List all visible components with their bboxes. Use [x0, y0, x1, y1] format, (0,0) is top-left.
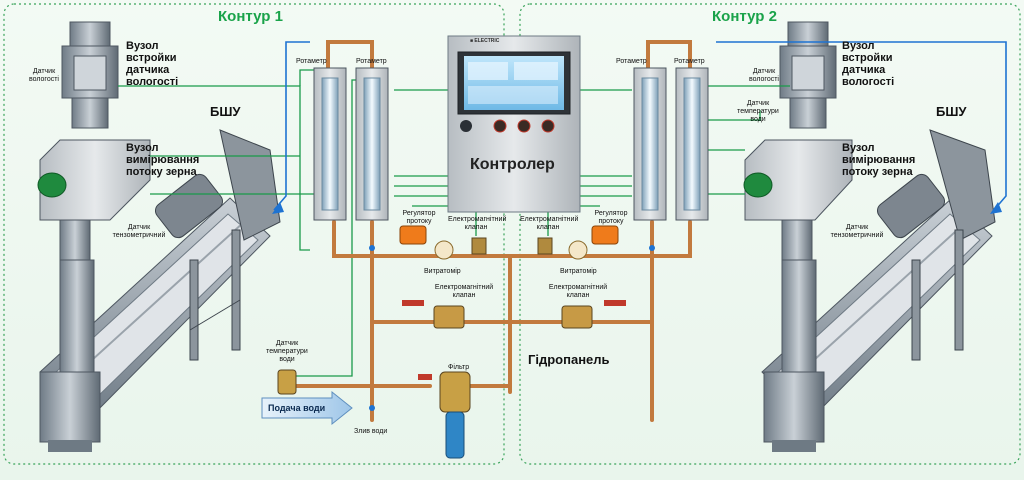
- left-rotameter-2-label: Ротаметр: [356, 58, 387, 65]
- left-water-temp-label: Датчик температури води: [266, 340, 308, 363]
- right-control-arrow: [990, 202, 1002, 214]
- rotameters-left: [313, 67, 389, 221]
- right-solenoid-top-label: Електромагнітний клапан: [520, 216, 579, 231]
- controller-brand: ■ ELECTRIC: [470, 38, 500, 44]
- circuit-1-title: Контур 1: [218, 8, 283, 25]
- right-ball-valve: [649, 245, 655, 251]
- circuit-1-frame: [3, 3, 505, 465]
- right-solenoid-top: [537, 237, 553, 255]
- water-drain-label: Злив води: [354, 428, 388, 435]
- right-bshu-label: БШУ: [936, 104, 967, 119]
- left-solenoid-bottom: [433, 305, 465, 329]
- left-flow-node-label: Вузол вимірювання потоку зерна: [126, 142, 200, 178]
- water-supply-label: Подача води: [268, 403, 326, 413]
- right-flow-regulator-body: [591, 225, 619, 245]
- left-bshu-label: БШУ: [210, 104, 241, 119]
- hydropanel-label: Гідропанель: [528, 352, 610, 367]
- left-flowmeter-dial: [434, 240, 454, 260]
- controller-label: Контролер: [470, 156, 555, 173]
- left-bshu-machine: [37, 21, 281, 452]
- right-manual-valve: [604, 300, 626, 306]
- left-flowmeter-label: Витратомір: [424, 268, 461, 275]
- right-solenoid-bottom: [561, 305, 593, 329]
- right-tenso-sensor-label: Датчик тензометричний: [830, 224, 884, 239]
- right-flow-regulator-label: Регулятор протоку: [594, 210, 628, 225]
- left-solenoid-top: [471, 237, 487, 255]
- water-supply-arrow: [261, 390, 353, 426]
- left-flow-regulator-label: Регулятор протоку: [402, 210, 436, 225]
- rotameters-right: [633, 67, 709, 221]
- circuit-2-title: Контур 2: [712, 8, 777, 25]
- left-humidity-sensor-label: Датчик вологості: [29, 68, 59, 83]
- controller-cabinet: [447, 35, 581, 213]
- right-rotameter-2-label: Ротаметр: [674, 58, 705, 65]
- left-solenoid-bottom-label: Електромагнітний клапан: [434, 284, 494, 299]
- filter-label: Фільтр: [448, 364, 470, 371]
- right-rotameter-1-label: Ротаметр: [616, 58, 647, 65]
- right-flowmeter-label: Витратомір: [560, 268, 597, 275]
- water-temp-sensor-body: [277, 369, 297, 395]
- left-control-arrow: [272, 202, 284, 214]
- right-flow-node-label: Вузол вимірювання потоку зерна: [842, 142, 916, 178]
- circuit-2-frame: [519, 3, 1021, 465]
- right-humidity-sensor-label: Датчик вологості: [749, 68, 779, 83]
- left-flow-regulator-body: [399, 225, 427, 245]
- filter-body: [439, 371, 471, 413]
- left-manual-valve: [402, 300, 424, 306]
- right-solenoid-bottom-label: Електромагнітний клапан: [548, 284, 608, 299]
- left-tenso-sensor-label: Датчик тензометричний: [112, 224, 166, 239]
- left-ball-valve: [369, 245, 375, 251]
- pipes: [286, 40, 692, 422]
- filter-bowl: [445, 411, 465, 459]
- right-humidity-node-label: Вузол встройки датчика вологості: [842, 40, 895, 88]
- right-bshu-machine: [743, 21, 996, 452]
- right-flowmeter-dial: [568, 240, 588, 260]
- left-solenoid-top-label: Електромагнітний клапан: [448, 216, 507, 231]
- signal-lines: [118, 69, 790, 377]
- supply-valve: [418, 374, 432, 380]
- left-rotameter-1-label: Ротаметр: [296, 58, 327, 65]
- left-humidity-node-label: Вузол встройки датчика вологості: [126, 40, 179, 88]
- drain-valve: [369, 405, 375, 411]
- right-water-temp-label: Датчик температури води: [737, 100, 779, 123]
